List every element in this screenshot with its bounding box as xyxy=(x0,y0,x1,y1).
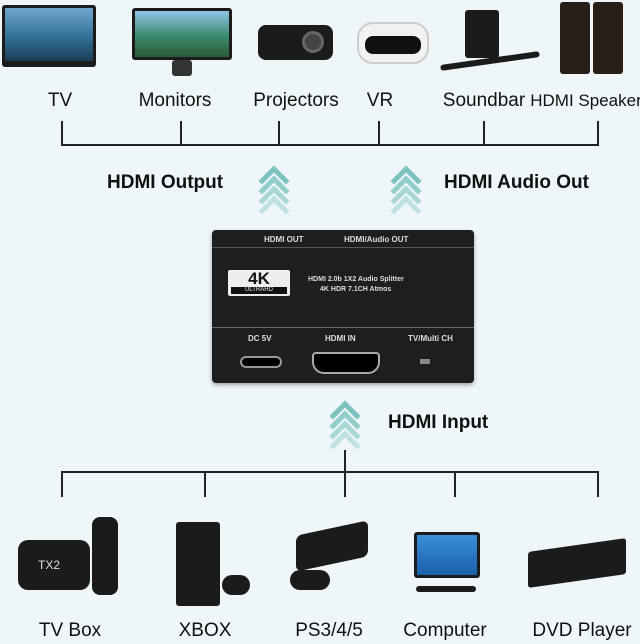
arrow-up-icon xyxy=(329,400,361,462)
hdmi-input-label: HDMI Input xyxy=(388,412,489,433)
vr-headset-image xyxy=(357,22,429,64)
hdmi-output-label: HDMI Output xyxy=(107,172,224,193)
output-bus-line xyxy=(61,144,599,146)
mode-switch xyxy=(420,359,430,364)
monitor-image xyxy=(132,8,232,60)
soundbar-subwoofer-image xyxy=(465,10,499,58)
connector-line xyxy=(61,121,63,145)
output-label-monitors: Monitors xyxy=(138,90,212,111)
device-spec-line-2: 4K HDR 7.1CH Atmos xyxy=(320,286,392,293)
hdmi-splitter-device: HDMI OUT HDMI/Audio OUT 4K ULTRAHD HDMI … xyxy=(212,230,474,383)
input-label-computer: Computer xyxy=(403,620,487,641)
arrow-up-icon xyxy=(258,165,290,227)
device-spec-line-1: HDMI 2.0b 1X2 Audio Splitter xyxy=(308,276,404,283)
connector-line xyxy=(180,121,182,145)
connector-line xyxy=(378,121,380,145)
projector-image xyxy=(258,25,333,60)
connector-line xyxy=(278,121,280,145)
hdmi-in-port xyxy=(312,352,380,374)
input-label-ps: PS3/4/5 xyxy=(295,620,363,641)
monitor-stand xyxy=(172,60,192,76)
speaker-right-image xyxy=(593,2,623,74)
output-label-tv: TV xyxy=(47,90,73,111)
connector-line xyxy=(597,121,599,145)
4k-ultrahd-badge: 4K ULTRAHD xyxy=(228,270,290,296)
connector-line xyxy=(454,471,456,497)
output-label-projectors: Projectors xyxy=(253,90,339,111)
speaker-left-image xyxy=(560,2,590,74)
hdmi-audio-out-label: HDMI Audio Out xyxy=(444,172,589,193)
remote-image xyxy=(92,517,118,595)
connector-line xyxy=(204,471,206,497)
input-label-tv-box: TV Box xyxy=(38,620,102,641)
tv-box-image: TX2 xyxy=(18,540,90,590)
dvd-player-image xyxy=(528,538,626,588)
connector-line xyxy=(483,121,485,145)
port-label-dc-5v: DC 5V xyxy=(248,334,272,343)
arrow-up-icon xyxy=(390,165,422,227)
input-label-dvd-player: DVD Player xyxy=(532,620,632,641)
keyboard-image xyxy=(416,586,476,592)
computer-image xyxy=(414,532,480,578)
output-label-vr: VR xyxy=(366,90,394,111)
usb-c-port xyxy=(240,356,282,368)
ps-controller-image xyxy=(290,570,330,590)
xbox-image xyxy=(176,522,220,606)
port-label-hdmi-audio-out: HDMI/Audio OUT xyxy=(344,235,409,244)
port-label-hdmi-out: HDMI OUT xyxy=(264,235,304,244)
port-label-hdmi-in: HDMI IN xyxy=(325,334,356,343)
xbox-controller-image xyxy=(222,575,250,595)
connector-line xyxy=(61,471,63,497)
ps-console-image xyxy=(296,520,368,572)
port-label-tv-multi-ch: TV/Multi CH xyxy=(408,334,453,343)
connector-line xyxy=(597,471,599,497)
input-label-xbox: XBOX xyxy=(178,620,232,641)
output-label-hdmi-speaker: HDMI Speaker xyxy=(530,91,640,110)
connector-line xyxy=(344,450,346,497)
input-bus-line xyxy=(61,471,599,473)
output-label-soundbar: Soundbar xyxy=(442,90,526,111)
tv-image xyxy=(2,5,96,67)
